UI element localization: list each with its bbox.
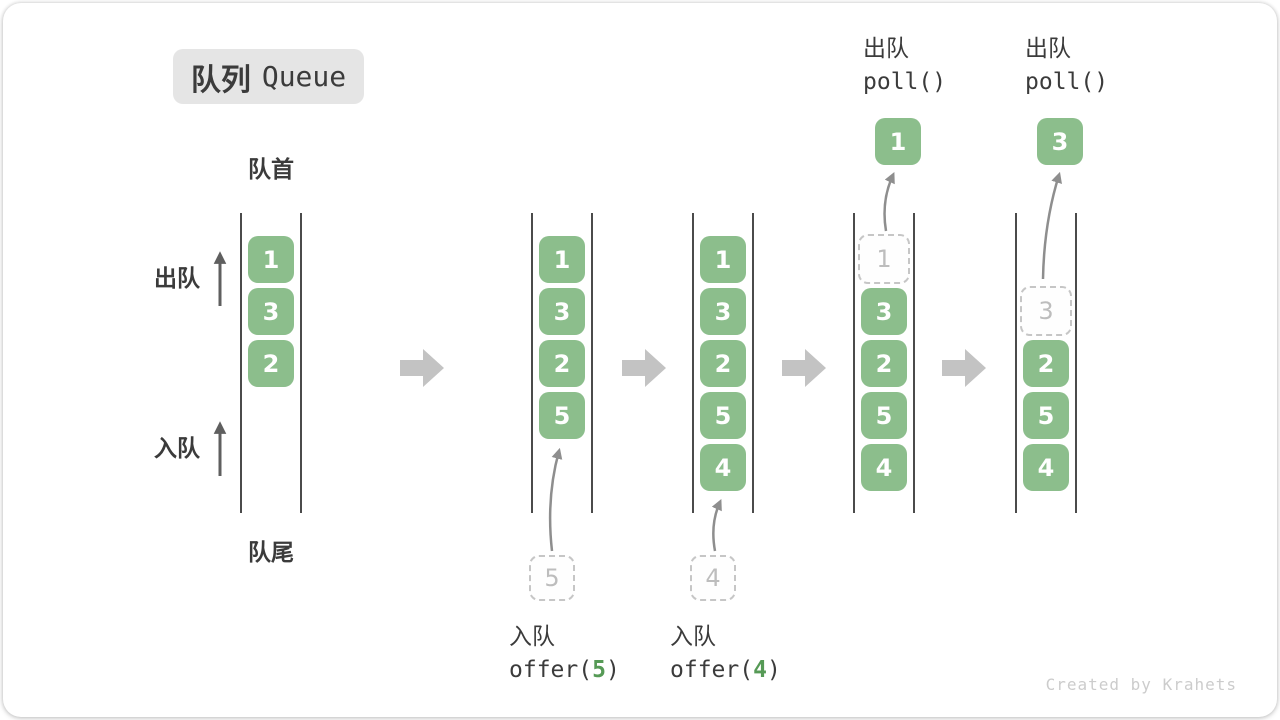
block-value: 2 [262,349,280,378]
title-en: Queue [261,60,347,93]
queue-block: 5 [861,392,907,439]
queue-block: 5 [539,392,585,439]
queue-state-4: 1 3 2 5 4 [853,213,915,513]
block-value: 2 [1037,349,1055,378]
op-code: poll() [1025,69,1109,95]
queue-block: 2 [700,340,746,387]
queue-block: 2 [539,340,585,387]
title-zh: 队列 [190,62,251,98]
queue-state-3: 1 3 2 5 4 [692,213,754,513]
dequeue-op-text: 出队 poll() [863,33,946,99]
block-value: 3 [1051,127,1069,156]
code-post: ) [766,657,781,683]
queue-block: 2 [861,340,907,387]
op-code: offer(5) [509,654,620,687]
op-label: 入队 [509,624,555,650]
block-value: 3 [553,297,571,326]
state-transition-arrow-3 [782,349,826,387]
queue-block: 3 [700,288,746,335]
block-value: 2 [714,349,732,378]
queue-block: 2 [248,340,294,387]
label-queue-tail: 队尾 [248,540,294,566]
block-value: 2 [553,349,571,378]
queue-block: 4 [1023,444,1069,491]
queue-block: 3 [248,288,294,335]
block-value: 4 [714,453,732,482]
queue-state-2: 1 3 2 5 [531,213,593,513]
queue-slot-ghost: 3 [1020,286,1072,336]
queue-block: 2 [1023,340,1069,387]
state-transition-arrow-1 [400,349,444,387]
queue-state-1: 1 3 2 [240,213,302,513]
dequeue-result-block: 1 [875,118,921,165]
label-queue-head: 队首 [248,157,294,183]
enqueue-op-text: 入队 offer(5) [509,621,620,687]
queue-state-5: 3 2 5 4 [1015,213,1077,513]
op-label: 入队 [670,624,716,650]
code-post: ) [605,657,620,683]
watermark: Created by Krahets [1045,675,1237,694]
block-value: 5 [875,401,893,430]
block-value: 1 [714,245,732,274]
op-code: poll() [863,69,947,95]
block-value: 1 [553,245,571,274]
block-value: 5 [553,401,571,430]
queue-block: 1 [700,236,746,283]
block-value: 4 [1037,453,1055,482]
block-value: 4 [875,453,893,482]
queue-block: 5 [1023,392,1069,439]
op-label: 出队 [863,36,909,62]
block-value: 3 [262,297,280,326]
label-enqueue: 入队 [154,436,200,462]
dequeue-op-text: 出队 poll() [1025,33,1108,99]
queue-block: 1 [248,236,294,283]
state-transition-arrow-2 [622,349,666,387]
block-value: 5 [1037,401,1055,430]
ghost-value: 4 [705,564,721,592]
ghost-value: 5 [544,564,560,592]
block-value: 3 [1038,297,1054,325]
queue-block: 4 [861,444,907,491]
op-code: offer(4) [670,654,781,687]
queue-block: 1 [539,236,585,283]
enqueue-op-text: 入队 offer(4) [670,621,781,687]
code-arg: 4 [753,657,767,683]
queue-block: 5 [700,392,746,439]
title-badge: 队列 Queue [173,49,364,104]
code-arg: 5 [592,657,606,683]
queue-block: 4 [700,444,746,491]
queue-block: 3 [861,288,907,335]
state-transition-arrow-4 [942,349,986,387]
queue-slot-ghost: 1 [858,234,910,284]
op-label: 出队 [1025,36,1071,62]
code-pre: offer( [670,657,754,683]
label-dequeue: 出队 [154,266,200,292]
arrows-layer [213,171,1062,552]
block-value: 3 [875,297,893,326]
code-pre: offer( [509,657,593,683]
enqueue-ghost-box: 5 [529,555,575,601]
queue-block: 3 [539,288,585,335]
dequeue-result-block: 3 [1037,118,1083,165]
enqueue-ghost-box: 4 [690,555,736,601]
block-value: 5 [714,401,732,430]
block-value: 1 [889,127,907,156]
block-value: 3 [714,297,732,326]
block-value: 2 [875,349,893,378]
block-value: 1 [876,245,892,273]
block-value: 1 [262,245,280,274]
